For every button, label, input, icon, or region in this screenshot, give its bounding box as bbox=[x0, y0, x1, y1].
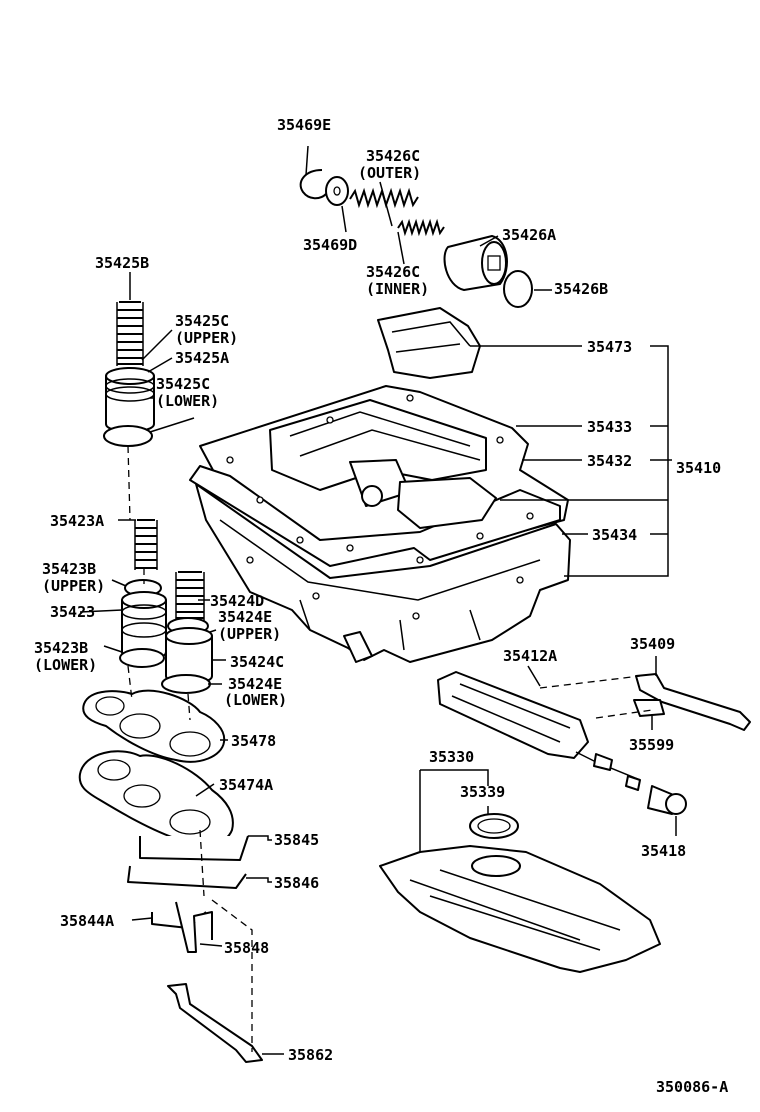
label-35423B-lower: 35423B bbox=[34, 639, 88, 657]
label-35330: 35330 bbox=[429, 748, 474, 766]
spring-35424D bbox=[176, 571, 204, 619]
label-35474A: 35474A bbox=[219, 776, 273, 794]
label-35469E: 35469E bbox=[277, 116, 331, 134]
o-ring-35424E-lower bbox=[161, 674, 211, 694]
piston-35426A bbox=[443, 235, 508, 291]
label-35423B-upper: 35423B bbox=[42, 560, 96, 578]
label-35426B: 35426B bbox=[554, 280, 608, 298]
label-35409: 35409 bbox=[630, 635, 675, 653]
bracket-35862 bbox=[167, 983, 263, 1063]
spring-35423A bbox=[135, 519, 157, 569]
label-35423: 35423 bbox=[50, 603, 95, 621]
label-35424E-upper-note: (UPPER) bbox=[218, 625, 281, 643]
label-35473: 35473 bbox=[587, 338, 632, 356]
label-35425C-upper: 35425C bbox=[175, 312, 229, 330]
label-35848: 35848 bbox=[224, 939, 269, 957]
piston-35425A bbox=[105, 367, 155, 433]
leader-lines bbox=[79, 181, 677, 1055]
label-35425A: 35425A bbox=[175, 349, 229, 367]
separator-plate-35432 bbox=[189, 465, 561, 567]
upper-valve-body-details bbox=[269, 399, 497, 529]
tube-35846 bbox=[127, 865, 247, 889]
label-35426C-outer: 35426C bbox=[366, 147, 420, 165]
label-35418: 35418 bbox=[641, 842, 686, 860]
piston-35424C bbox=[165, 627, 213, 685]
o-ring-35426B bbox=[503, 270, 533, 308]
label-35425C-lower-note: (LOWER) bbox=[156, 392, 219, 410]
snap-ring-35469E bbox=[299, 145, 327, 200]
spring-35426C-inner bbox=[397, 218, 445, 237]
label-35846: 35846 bbox=[274, 874, 319, 892]
label-35424D: 35424D bbox=[210, 592, 264, 610]
figure-code: 350086-A bbox=[656, 1078, 728, 1096]
label-35478: 35478 bbox=[231, 732, 276, 750]
label-35426C-inner: 35426C bbox=[366, 263, 420, 281]
lower-valve-body-35434 bbox=[195, 483, 571, 663]
label-35469D: 35469D bbox=[303, 236, 357, 254]
label-35425C-upper-note: (UPPER) bbox=[175, 329, 238, 347]
label-35423B-upper-note: (UPPER) bbox=[42, 577, 105, 595]
tube-35845 bbox=[139, 835, 249, 861]
label-35425B: 35425B bbox=[95, 254, 149, 272]
label-35426C-outer-note: (OUTER) bbox=[358, 164, 421, 182]
label-35862: 35862 bbox=[288, 1046, 333, 1064]
label-35423B-lower-note: (LOWER) bbox=[34, 656, 97, 674]
label-35424E-lower-note: (LOWER) bbox=[224, 691, 287, 709]
mounting-holes bbox=[226, 394, 534, 620]
spring-35409 bbox=[635, 673, 751, 731]
spring-35425B bbox=[117, 301, 143, 365]
label-35410: 35410 bbox=[676, 459, 721, 477]
label-35844A: 35844A bbox=[60, 912, 114, 930]
label-35424E-upper: 35424E bbox=[218, 608, 272, 626]
label-35434: 35434 bbox=[592, 526, 637, 544]
strainer-35330 bbox=[379, 845, 661, 973]
valve-35418 bbox=[575, 751, 687, 815]
bracket-35848 bbox=[175, 901, 213, 953]
cover-35473 bbox=[377, 307, 481, 379]
label-35423A: 35423A bbox=[50, 512, 104, 530]
o-ring-35423B-lower bbox=[119, 648, 165, 668]
label-35412A: 35412A bbox=[503, 647, 557, 665]
label-35433: 35433 bbox=[587, 418, 632, 436]
label-35425C-lower: 35425C bbox=[156, 375, 210, 393]
label-35599: 35599 bbox=[629, 736, 674, 754]
o-ring-35425C-lower bbox=[103, 425, 153, 447]
label-35339: 35339 bbox=[460, 783, 505, 801]
label-35426A: 35426A bbox=[502, 226, 556, 244]
label-35432: 35432 bbox=[587, 452, 632, 470]
label-35845: 35845 bbox=[274, 831, 319, 849]
label-35424E-lower: 35424E bbox=[228, 675, 282, 693]
label-35426C-inner-note: (INNER) bbox=[366, 280, 429, 298]
bracket-35599 bbox=[633, 699, 665, 717]
plate-35412A bbox=[437, 671, 589, 759]
label-35424C: 35424C bbox=[230, 653, 284, 671]
